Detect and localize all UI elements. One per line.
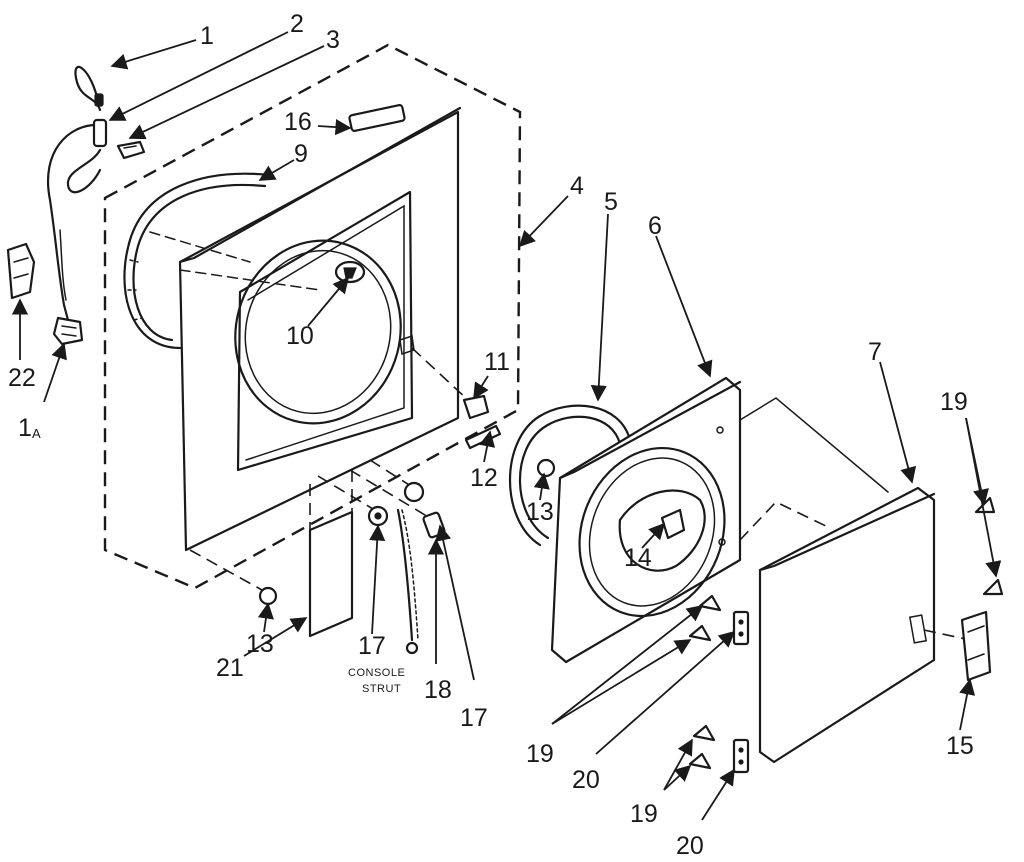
callout-12: 12 [470,464,498,492]
callout-6: 6 [648,212,662,240]
front-panel [149,106,462,552]
hinge-20-lower [732,738,750,774]
screw-12 [464,424,502,450]
callout-1: 1 [200,22,214,50]
callout-22: 22 [8,364,36,392]
callout-1a-sub: A [32,426,41,441]
callout-13-door: 13 [526,498,554,526]
callout-1a: 1 [18,414,32,442]
callout-17-right: 17 [460,704,488,732]
callout-5: 5 [604,188,618,216]
door-gasket-5 [508,404,632,547]
callout-2: 2 [290,10,304,38]
door-hinge-stud [399,335,469,401]
latch-11 [462,394,490,420]
callout-18: 18 [424,676,452,704]
callout-4: 4 [570,172,584,200]
plug-1a [52,316,84,346]
callout-19-lower: 19 [630,800,658,828]
nut-17-right [369,459,425,503]
callout-19-upper: 19 [526,740,554,768]
bumpers-19-right [974,496,1004,596]
panel-21 [308,470,354,638]
callout-7: 7 [868,338,882,366]
callout-17-left: 17 [358,632,386,660]
bracket-3 [116,140,146,160]
screw-13-lower [189,549,278,606]
callout-3: 3 [326,26,340,54]
screw-13-door [536,458,556,478]
callout-19-right: 19 [940,388,968,416]
callout-9: 9 [294,140,308,168]
hinge-20-upper [732,610,750,646]
leader-lines [11,31,1002,821]
inner-door-6 [550,376,742,664]
callout-20-upper: 20 [572,766,600,794]
callout-21: 21 [216,654,244,682]
console-strut-label-line2: STRUT [362,683,401,695]
handle-15 [960,610,992,682]
door-catch-14 [660,508,686,540]
cabinet-outline [103,43,522,590]
cord-clamp-2 [92,93,108,148]
latch-16 [348,104,406,132]
bracket-22 [6,242,36,300]
power-cord [47,65,102,322]
screws-19-lower [688,724,716,770]
callout-13-lower: 13 [246,630,274,658]
callout-16: 16 [284,108,312,136]
callout-15: 15 [946,732,974,760]
callout-11: 11 [484,348,510,376]
callout-14: 14 [624,544,652,572]
lamp-10 [334,260,366,284]
screw-18 [349,469,446,539]
callout-10: 10 [286,322,314,350]
drum-seal-9 [123,172,272,350]
console-strut-label-line1: CONSOLE [348,667,405,679]
callout-labels: 1 2 3 16 9 4 5 6 7 10 11 12 13 13 14 15 … [8,10,974,860]
console-strut [396,508,419,655]
callout-20-lower: 20 [676,832,704,860]
screws-19-upper [688,594,722,642]
outer-door-7 [739,397,971,764]
